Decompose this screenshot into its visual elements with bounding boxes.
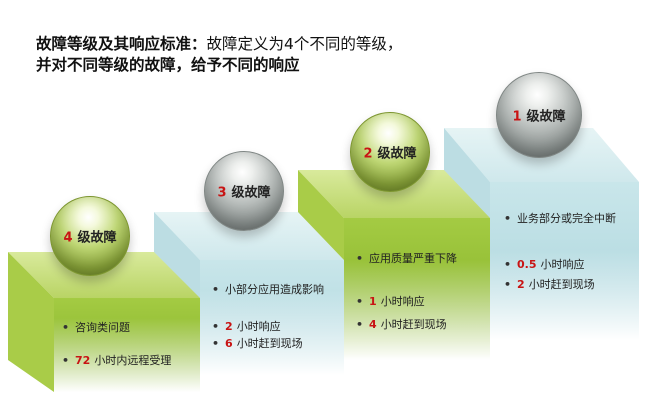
- step-2-fade: [344, 260, 490, 360]
- step-2-top: [298, 170, 490, 218]
- step-4-top: [8, 252, 200, 298]
- level-3-item-1: •小部分应用造成影响: [212, 283, 325, 296]
- bullet-dot-icon: •: [504, 278, 512, 291]
- step-1-fade: [490, 250, 639, 340]
- bullet-dot-icon: •: [212, 337, 220, 350]
- step-3-fade: [200, 290, 344, 375]
- heading: 故障等级及其响应标准：故障定义为4个不同的等级， 并对不同等级的故障，给予不同的…: [36, 34, 636, 76]
- step-3-top: [154, 212, 344, 260]
- bullet-dot-icon: •: [356, 318, 364, 331]
- level-4-item-1: •咨询类问题: [62, 321, 131, 334]
- level-2-item-1: •应用质量严重下降: [356, 252, 458, 265]
- orb-level-1-label: 41级故障: [512, 109, 566, 125]
- bullet-dot-icon: •: [62, 321, 70, 334]
- bullet-dot-icon: •: [356, 252, 364, 265]
- bullet-dot-icon: •: [212, 283, 220, 296]
- heading-line-1-rest: 故障定义为4个不同的等级，: [206, 35, 403, 53]
- bullet-dot-icon: •: [212, 320, 220, 333]
- step-4-side: [8, 252, 54, 392]
- bullet-dot-icon: •: [62, 354, 70, 367]
- bullet-dot-icon: •: [504, 212, 512, 225]
- bullet-dot-icon: •: [504, 258, 512, 271]
- orb-level-1: 41级故障: [496, 72, 582, 158]
- heading-line-2: 并对不同等级的故障，给予不同的响应: [36, 56, 300, 74]
- step-4-fade: [54, 318, 200, 392]
- level-1-item-1: •业务部分或完全中断: [504, 212, 617, 225]
- bullet-dot-icon: •: [356, 295, 364, 308]
- heading-title: 故障等级及其响应标准：: [36, 35, 207, 53]
- heading-line-1: 故障等级及其响应标准：故障定义为4个不同的等级，: [36, 34, 636, 55]
